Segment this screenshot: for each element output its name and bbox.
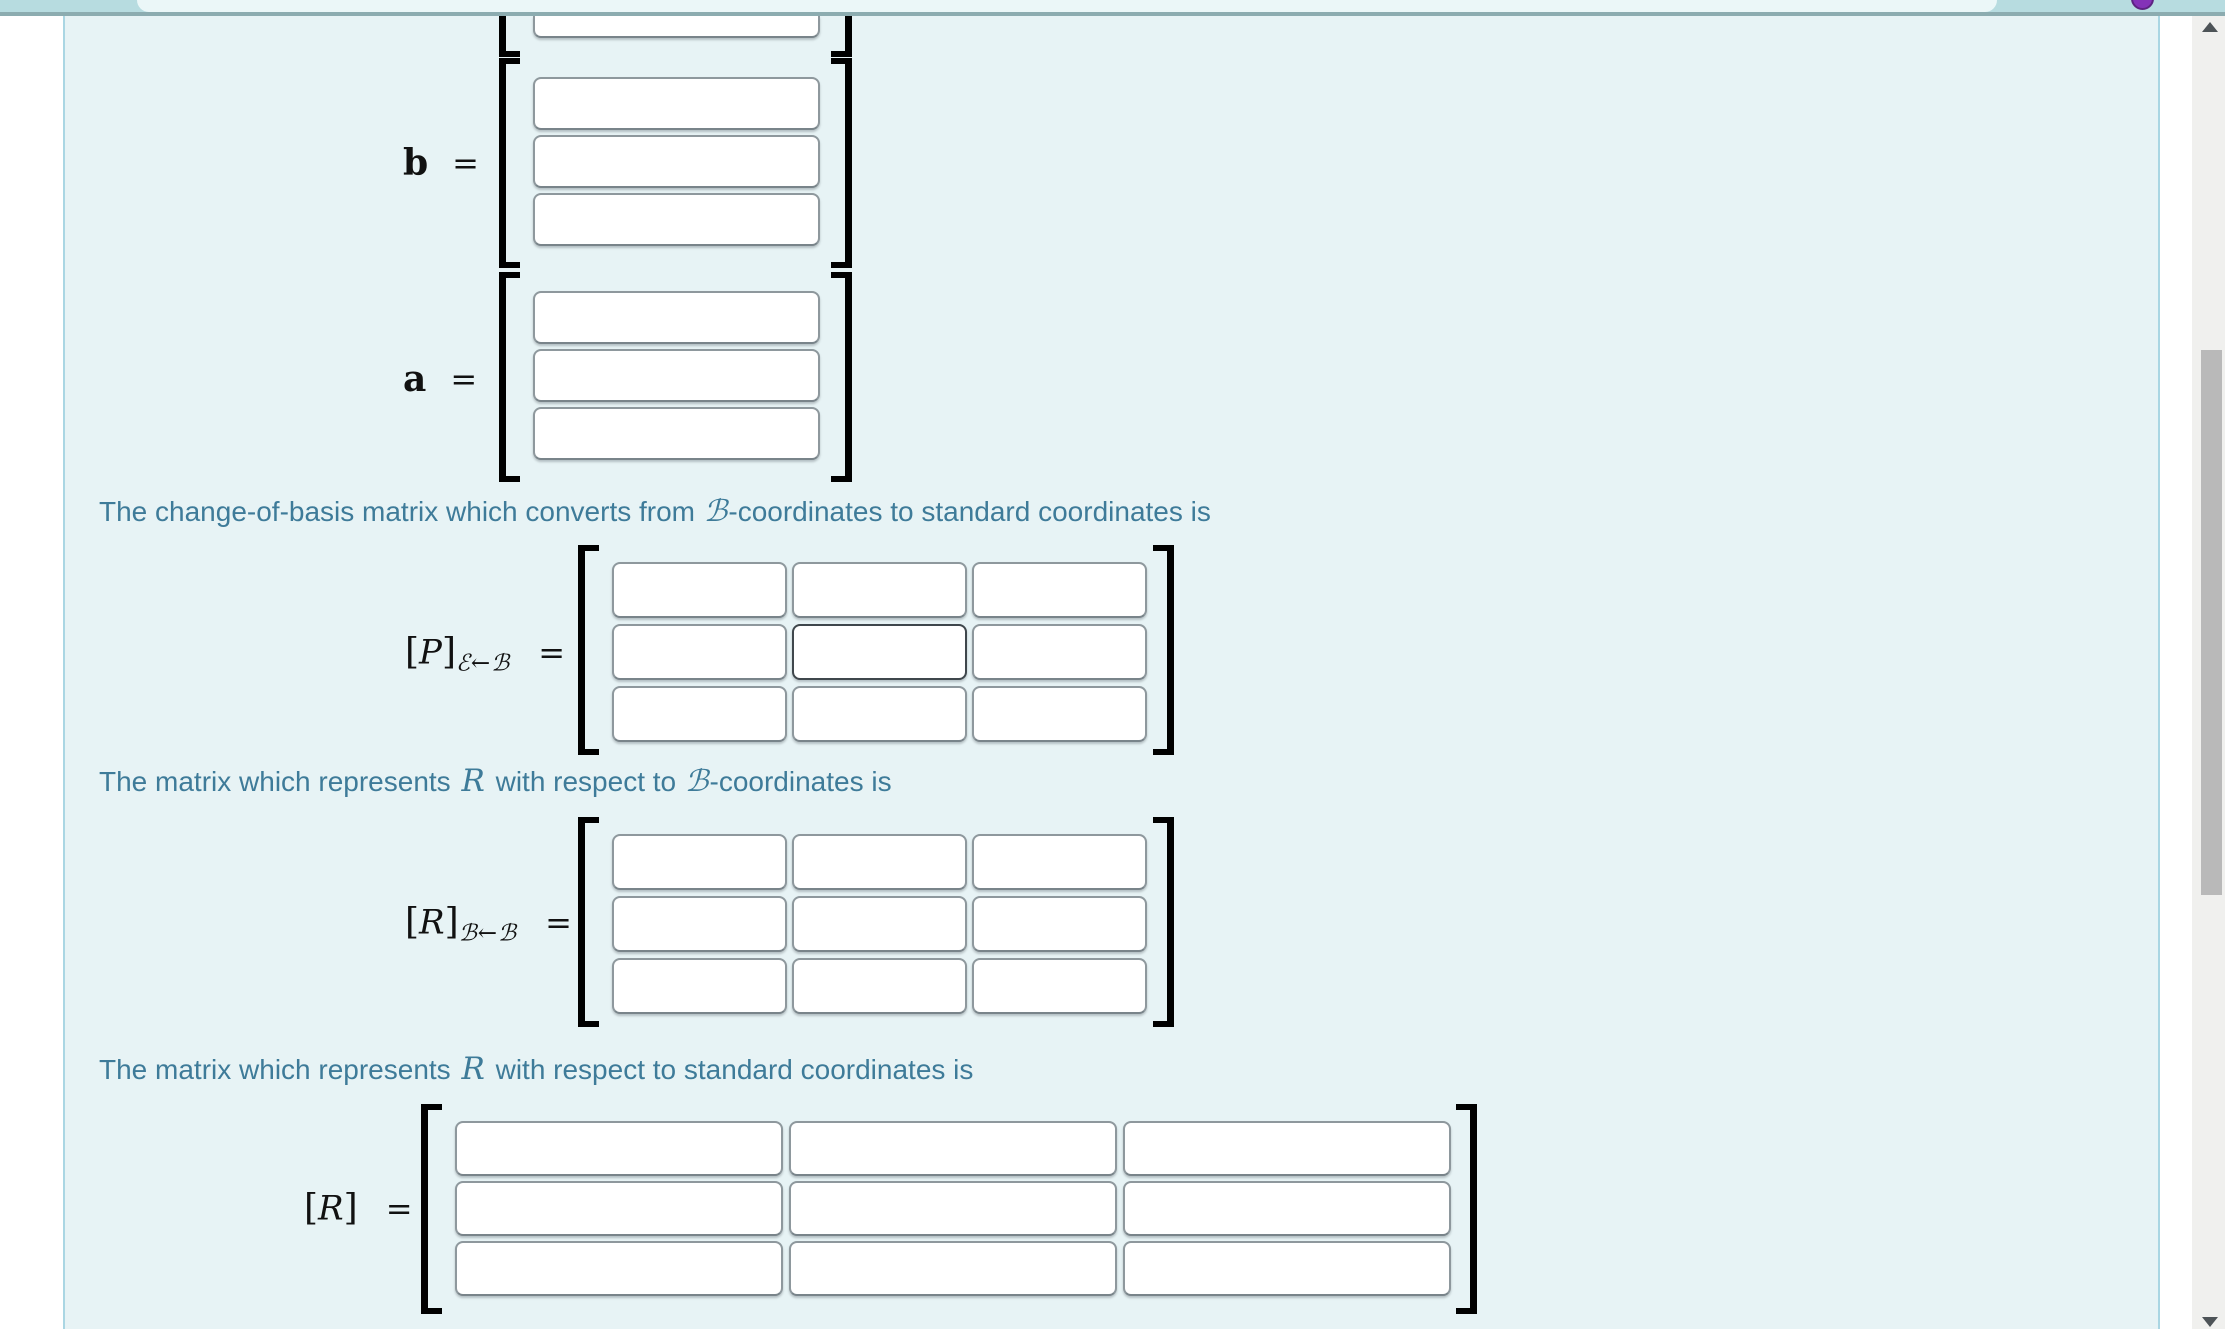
math-var-a: a	[403, 358, 427, 400]
matrix-bracket-right	[1153, 817, 1174, 1027]
math-symbol: R	[461, 1051, 485, 1087]
text-run: The change-of-basis matrix which convert…	[99, 496, 703, 527]
matrix-cell-input[interactable]	[972, 562, 1147, 618]
matrix-cell-input[interactable]	[455, 1121, 783, 1176]
matrix-cell-input[interactable]	[533, 193, 820, 246]
matrix-cell-input[interactable]	[792, 958, 967, 1014]
matrix-cell-input[interactable]	[612, 896, 787, 952]
equals-sign: =	[452, 144, 479, 182]
matrix-cell-input[interactable]	[789, 1121, 1117, 1176]
text-run: -coordinates to standard coordinates is	[728, 496, 1211, 527]
matrix-cell-input[interactable]	[455, 1181, 783, 1236]
scrollbar-thumb[interactable]	[2201, 350, 2222, 895]
matrix-bracket-right	[831, 58, 852, 268]
text-run: with respect to	[487, 766, 684, 797]
vector-b-label: b =	[403, 142, 479, 184]
matrix-cell-input[interactable]	[533, 291, 820, 344]
matrix-cell-input[interactable]	[972, 686, 1147, 742]
address-bar-bottom	[137, 0, 1997, 12]
problem-text: The matrix which represents R with respe…	[99, 763, 892, 799]
equals-sign: =	[450, 360, 478, 398]
matrix-bracket-left	[578, 817, 599, 1027]
equals-sign: =	[385, 1189, 413, 1227]
problem-text: The change-of-basis matrix which convert…	[99, 494, 1211, 529]
matrix-bracket-right	[831, 16, 852, 57]
matrix-cell-input[interactable]	[612, 624, 787, 680]
bracket-open: [	[405, 631, 420, 673]
matrix-P-label: [ P ] ℰ←ℬ =	[405, 631, 566, 677]
text-run: The matrix which represents	[99, 1054, 459, 1085]
matrix-bracket-left	[499, 58, 520, 268]
math-var-P: P	[419, 632, 442, 672]
matrix-cell-input[interactable]	[792, 834, 967, 890]
matrix-bracket-left	[499, 272, 520, 482]
matrix-bracket-left	[578, 545, 599, 755]
matrix-cell-input[interactable]	[612, 958, 787, 1014]
math-symbol: ℬ	[684, 764, 709, 799]
matrix-bracket-left	[421, 1104, 442, 1314]
scroll-down-icon[interactable]	[2202, 1317, 2218, 1327]
matrix-cell-input[interactable]	[533, 135, 820, 188]
matrix-cell-input[interactable]	[455, 1241, 783, 1296]
bracket-close: ]	[444, 901, 459, 943]
equals-sign: =	[545, 903, 572, 941]
math-var-R: R	[419, 902, 445, 942]
bracket-open: [	[304, 1187, 319, 1229]
label-subscript: ℬ←ℬ	[458, 920, 518, 946]
matrix-RB-inputs	[612, 834, 1147, 1014]
matrix-cell-input[interactable]	[612, 562, 787, 618]
text-run: -coordinates is	[709, 766, 892, 797]
matrix-bracket-right	[1153, 545, 1174, 755]
scroll-up-icon[interactable]	[2202, 22, 2218, 32]
matrix-cell-input[interactable]	[533, 407, 820, 460]
bracket-close: ]	[343, 1187, 358, 1229]
bracket-open: [	[405, 901, 420, 943]
bracket-close: ]	[441, 631, 456, 673]
matrix-cell-input[interactable]	[789, 1241, 1117, 1296]
matrix-R-label: [ R ] =	[304, 1188, 413, 1229]
matrix-cell-input[interactable]	[792, 896, 967, 952]
matrix-P-inputs	[612, 562, 1147, 742]
matrix-cell-input[interactable]	[972, 624, 1147, 680]
matrix-R-inputs	[455, 1121, 1451, 1296]
math-var-R: R	[318, 1188, 344, 1228]
label-subscript: ℰ←ℬ	[455, 650, 511, 676]
matrix-cell-input[interactable]	[972, 834, 1147, 890]
matrix-cell-input[interactable]	[533, 349, 820, 402]
math-symbol: ℬ	[703, 494, 728, 529]
matrix-cell-input[interactable]	[612, 834, 787, 890]
math-symbol: R	[461, 763, 485, 799]
matrix-cell-input[interactable]	[972, 896, 1147, 952]
text-run: with respect to standard coordinates is	[487, 1054, 974, 1085]
matrix-cell-input[interactable]	[792, 624, 967, 680]
matrix-cell-input[interactable]	[533, 77, 820, 130]
vector-a-inputs	[533, 291, 820, 460]
matrix-RB-label: [ R ] ℬ←ℬ =	[405, 901, 572, 947]
vector-b-inputs	[533, 77, 820, 246]
math-var-b: b	[403, 142, 429, 184]
matrix-cell-input[interactable]	[789, 1181, 1117, 1236]
matrix-cell-input[interactable]	[533, 16, 820, 38]
vector-a-label: a =	[403, 358, 477, 400]
equals-sign: =	[538, 633, 566, 671]
matrix-bracket-right	[831, 272, 852, 482]
matrix-bracket-right	[1456, 1104, 1477, 1314]
matrix-cell-input[interactable]	[792, 562, 967, 618]
top-bar-divider	[0, 12, 2225, 16]
matrix-cell-input[interactable]	[1123, 1241, 1451, 1296]
matrix-cell-input[interactable]	[1123, 1121, 1451, 1176]
text-run: The matrix which represents	[99, 766, 459, 797]
problem-text: The matrix which represents R with respe…	[99, 1051, 973, 1087]
matrix-bracket-left	[499, 16, 520, 57]
matrix-cell-input[interactable]	[612, 686, 787, 742]
matrix-cell-input[interactable]	[792, 686, 967, 742]
matrix-cell-input[interactable]	[972, 958, 1147, 1014]
matrix-cell-input[interactable]	[1123, 1181, 1451, 1236]
